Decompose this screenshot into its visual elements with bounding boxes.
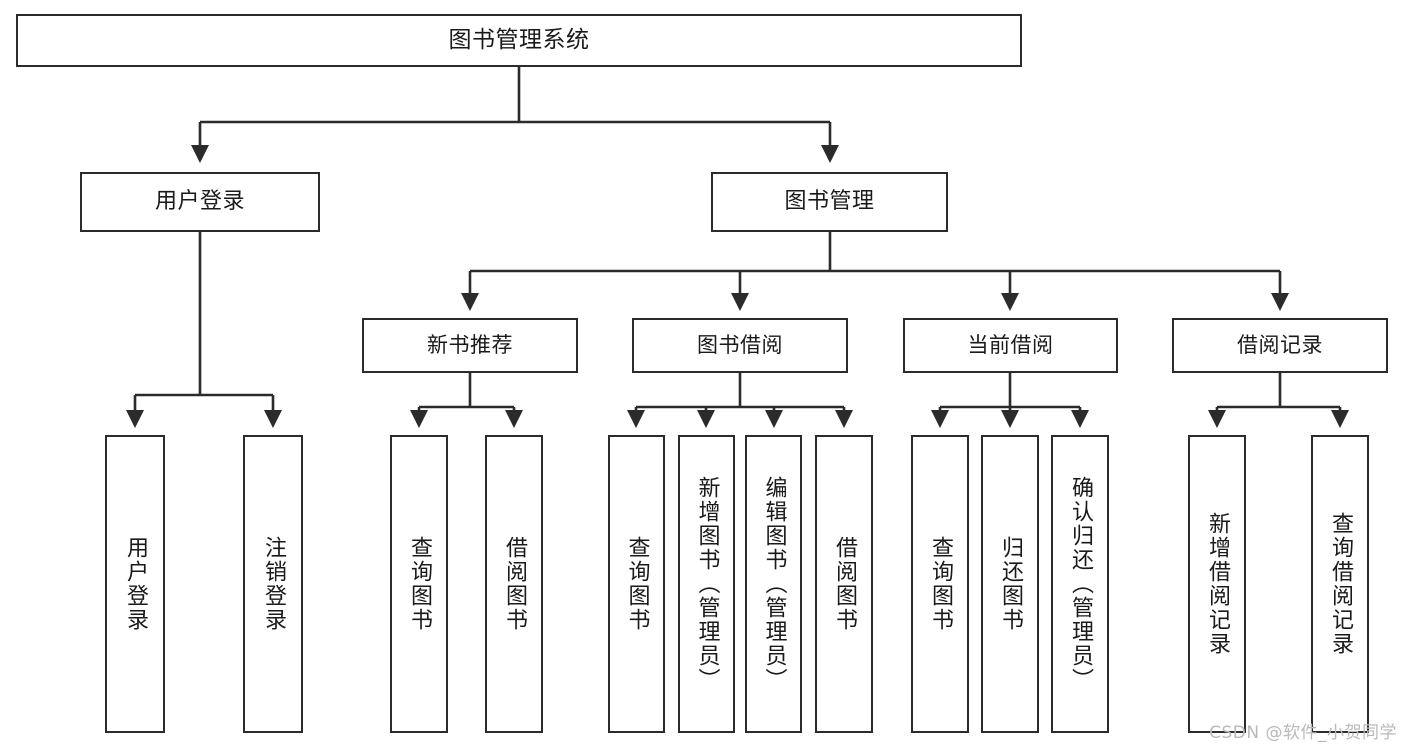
leaf-query-borrow-record[interactable]: 查询借阅记录 — [1311, 435, 1369, 733]
node-label: 确认归还（管理员） — [1067, 476, 1093, 692]
node-label: 查询图书 — [406, 536, 432, 632]
node-book-borrow[interactable]: 图书借阅 — [632, 318, 848, 373]
node-label: 注销登录 — [260, 536, 286, 632]
node-book-management[interactable]: 图书管理 — [711, 172, 948, 232]
leaf-logout[interactable]: 注销登录 — [243, 435, 303, 733]
watermark-text: CSDN @软件_小贺同学 — [1209, 723, 1397, 743]
node-label: 归还图书 — [997, 536, 1023, 632]
node-label: 图书管理 — [784, 188, 875, 214]
node-label: 用户登录 — [122, 536, 148, 632]
node-label: 编辑图书（管理员） — [761, 476, 787, 692]
node-label: 图书借阅 — [697, 332, 783, 357]
leaf-edit-book-admin[interactable]: 编辑图书（管理员） — [745, 435, 802, 733]
leaf-add-borrow-record[interactable]: 新增借阅记录 — [1188, 435, 1246, 733]
leaf-query-book-current[interactable]: 查询图书 — [911, 435, 969, 733]
leaf-borrow-book-newbook[interactable]: 借阅图书 — [485, 435, 543, 733]
node-label: 新增图书（管理员） — [694, 476, 720, 692]
leaf-confirm-return-admin[interactable]: 确认归还（管理员） — [1051, 435, 1109, 733]
leaf-user-login[interactable]: 用户登录 — [105, 435, 165, 733]
node-current-borrow[interactable]: 当前借阅 — [903, 318, 1118, 373]
leaf-add-book-admin[interactable]: 新增图书（管理员） — [678, 435, 735, 733]
leaf-query-book-newbook[interactable]: 查询图书 — [390, 435, 448, 733]
node-label: 查询图书 — [624, 536, 650, 632]
node-label: 新增借阅记录 — [1204, 512, 1230, 656]
node-label: 图书管理系统 — [448, 26, 590, 53]
node-root-book-management-system[interactable]: 图书管理系统 — [16, 14, 1022, 67]
node-label: 新书推荐 — [427, 332, 513, 357]
node-borrow-record[interactable]: 借阅记录 — [1172, 318, 1388, 373]
node-label: 查询借阅记录 — [1327, 512, 1353, 656]
leaf-borrow-book-borrow[interactable]: 借阅图书 — [815, 435, 873, 733]
leaf-query-book-borrow[interactable]: 查询图书 — [608, 435, 665, 733]
node-label: 借阅图书 — [831, 536, 857, 632]
leaf-return-book[interactable]: 归还图书 — [981, 435, 1039, 733]
node-label: 借阅记录 — [1237, 332, 1323, 357]
node-label: 借阅图书 — [501, 536, 527, 632]
node-label: 查询图书 — [927, 536, 953, 632]
node-label: 当前借阅 — [967, 332, 1054, 357]
node-user-login[interactable]: 用户登录 — [80, 172, 320, 232]
node-label: 用户登录 — [154, 188, 245, 214]
node-new-book-recommend[interactable]: 新书推荐 — [362, 318, 578, 373]
